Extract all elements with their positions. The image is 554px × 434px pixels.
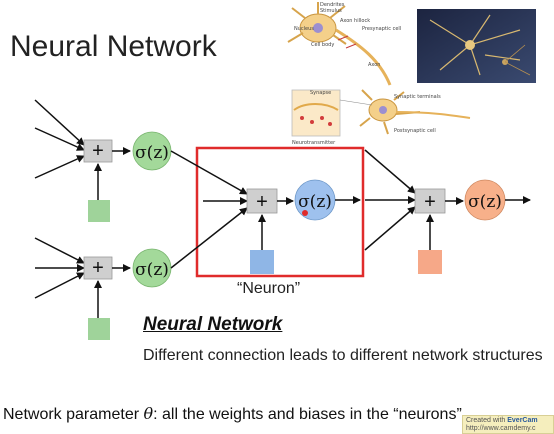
bio-label-stimulus: Stimulus bbox=[320, 8, 342, 14]
bio-label-axon-hillock: Axon hillock bbox=[340, 18, 370, 24]
watermark-url: http://www.camdemy.c bbox=[466, 425, 536, 432]
parameter-note-suffix: : all the weights and biases in the “neu… bbox=[153, 406, 462, 423]
bio-label-axon: Axon bbox=[368, 62, 380, 68]
neuron-caption: “Neuron” bbox=[237, 280, 301, 297]
plus-3: + bbox=[256, 191, 268, 213]
section-heading: Neural Network bbox=[143, 314, 283, 335]
bio-label-synaptic-terminals: Synaptic terminals bbox=[394, 94, 441, 100]
cursor-dot bbox=[302, 210, 308, 216]
bio-label-presynaptic: Presynaptic cell bbox=[362, 26, 401, 32]
bio-label-cell-body: Cell body bbox=[311, 42, 334, 48]
section-description: Different connection leads to different … bbox=[143, 347, 543, 364]
watermark-brand: EverCam bbox=[507, 417, 538, 424]
watermark-prefix: Created with bbox=[466, 417, 508, 424]
plus-1: + bbox=[92, 140, 104, 162]
neuron-photo bbox=[417, 9, 536, 83]
bio-label-dendrites: Dendrites bbox=[320, 2, 345, 8]
bio-label-postsynaptic: Postsynaptic cell bbox=[394, 128, 436, 134]
bio-label-synapse: Synapse bbox=[310, 90, 331, 96]
parameter-note-prefix: Network parameter bbox=[3, 406, 144, 423]
sum-node-3 bbox=[246, 188, 278, 214]
sum-node-4 bbox=[414, 188, 446, 214]
watermark: Created with EverCam http://www.camdemy.… bbox=[462, 415, 554, 434]
parameter-note: Network parameter θ: all the weights and… bbox=[3, 404, 462, 424]
bias-2 bbox=[88, 318, 110, 340]
sigma-4: σ(z) bbox=[468, 192, 502, 212]
bias-3 bbox=[250, 250, 274, 274]
sigma-1: σ(z) bbox=[135, 143, 169, 163]
sigma-2: σ(z) bbox=[135, 260, 169, 280]
bio-label-neurotransmitter: Neurotransmitter bbox=[292, 140, 336, 146]
neuron-highlight-box bbox=[195, 146, 365, 278]
plus-4: + bbox=[424, 191, 436, 213]
theta-symbol: θ bbox=[143, 404, 154, 423]
plus-2: + bbox=[92, 257, 104, 279]
sigma-3: σ(z) bbox=[298, 192, 332, 212]
bias-1 bbox=[88, 200, 110, 222]
bio-neuron-illustration: Dendrites Stimulus Nucleus Axon hillock … bbox=[287, 2, 471, 146]
bias-4 bbox=[418, 250, 442, 274]
slide-title: Neural Network bbox=[10, 30, 217, 63]
bio-label-nucleus: Nucleus bbox=[294, 26, 314, 32]
